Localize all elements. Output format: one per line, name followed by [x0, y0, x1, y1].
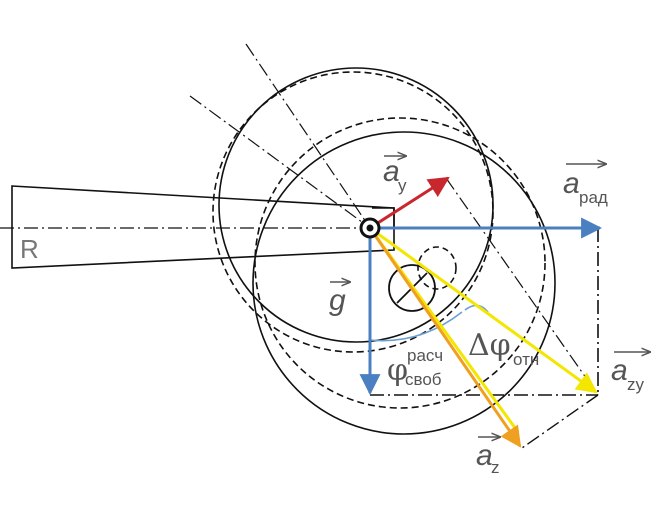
svg-text:a: a: [383, 155, 400, 188]
pivot-bracket: [372, 207, 395, 228]
svg-text:a: a: [476, 439, 493, 472]
label-a-zy: a zy: [611, 352, 650, 394]
guide-line-shallow: [189, 95, 371, 229]
guide-line-steep: [245, 43, 371, 229]
hub-circle-dashed: [417, 246, 457, 290]
svg-text:Δφ: Δφ: [468, 328, 511, 363]
svg-text:zy: zy: [627, 375, 645, 394]
wheel-dashed-lower: [254, 117, 546, 409]
svg-text:отн: отн: [513, 350, 539, 369]
vector-a-z: [368, 227, 522, 448]
svg-text:a: a: [563, 167, 580, 200]
svg-text:расч: расч: [407, 346, 443, 365]
svg-text:y: y: [398, 176, 407, 195]
hub-circle: [388, 264, 436, 312]
wheel-solid-lower: [252, 131, 556, 435]
label-delta-phi: Δφ отн: [468, 328, 539, 369]
svg-text:рад: рад: [579, 188, 608, 207]
vector-a-y: [369, 176, 450, 230]
label-g: g: [329, 282, 350, 317]
svg-text:g: g: [329, 284, 346, 317]
svg-text:a: a: [611, 354, 628, 387]
angle-arc-phi: [369, 311, 463, 342]
label-a-rad: a рад: [563, 164, 608, 207]
pivot-inner: [366, 224, 374, 232]
guide-line-diagonal: [521, 394, 599, 449]
wheel-solid-upper: [218, 67, 494, 343]
svg-text:z: z: [491, 458, 500, 477]
label-a-z: a z: [476, 437, 500, 477]
label-r: R: [20, 234, 39, 264]
guide-line-az-extension: [445, 177, 599, 396]
label-phi-free: φ расч своб: [387, 346, 443, 389]
wheel-dashed-upper: [212, 71, 494, 353]
label-a-y: a y: [383, 155, 407, 195]
svg-text:своб: своб: [405, 370, 442, 389]
vector-a-zy: [369, 226, 598, 394]
svg-text:φ: φ: [387, 353, 408, 388]
arm-bar: [11, 185, 395, 269]
